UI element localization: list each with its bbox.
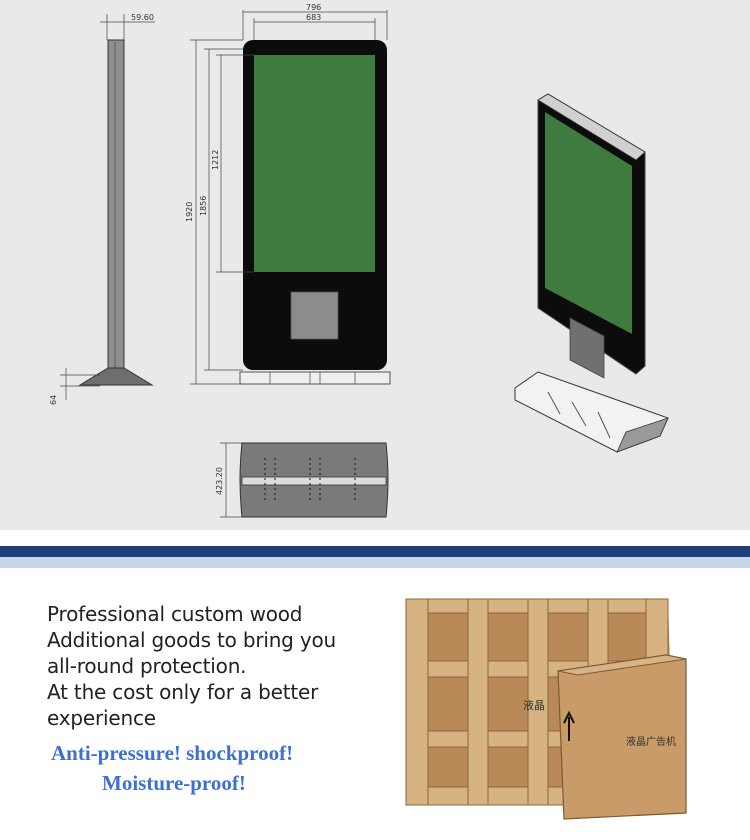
screen-area [254, 55, 375, 272]
highlight-anti-pressure: Anti-pressure! shockproof! [51, 741, 294, 765]
packaging-line-4: At the cost only for a better [47, 680, 319, 704]
side-view: 59.60 64 [49, 13, 155, 405]
technical-drawing: 59.60 64 796 683 [49, 3, 669, 518]
dim-screen-width: 683 [306, 13, 321, 22]
top-view: 423.20 [215, 442, 389, 518]
dim-overall-width: 796 [306, 3, 321, 12]
packaging-line-5: experience [47, 706, 156, 730]
perspective-view [514, 93, 669, 453]
technical-drawing-panel: 59.60 64 796 683 [0, 0, 750, 530]
front-view: 796 683 1920 1856 [185, 3, 391, 385]
packaging-line-2: Additional goods to bring you [47, 628, 336, 652]
crate-label: 液晶 [523, 698, 545, 712]
section-divider [0, 546, 750, 568]
box-label: 液晶广告机 [626, 735, 676, 748]
packaging-description: Professional custom wood Additional good… [47, 601, 392, 731]
dim-base-height: 64 [49, 395, 58, 405]
packaging-section: Professional custom wood Additional good… [8, 569, 740, 835]
packaging-line-1: Professional custom wood [47, 602, 303, 626]
dim-total-height: 1920 [185, 202, 194, 222]
dim-side-width: 59.60 [131, 13, 154, 22]
dim-body-height: 1856 [199, 196, 208, 216]
dim-screen-height: 1212 [211, 150, 220, 170]
highlight-moisture-proof: Moisture-proof! [102, 771, 246, 795]
packaging-photo: 液晶 液晶广告机 [398, 591, 688, 821]
dim-base-depth: 423.20 [215, 467, 224, 495]
packaging-line-3: all-round protection. [47, 654, 247, 678]
